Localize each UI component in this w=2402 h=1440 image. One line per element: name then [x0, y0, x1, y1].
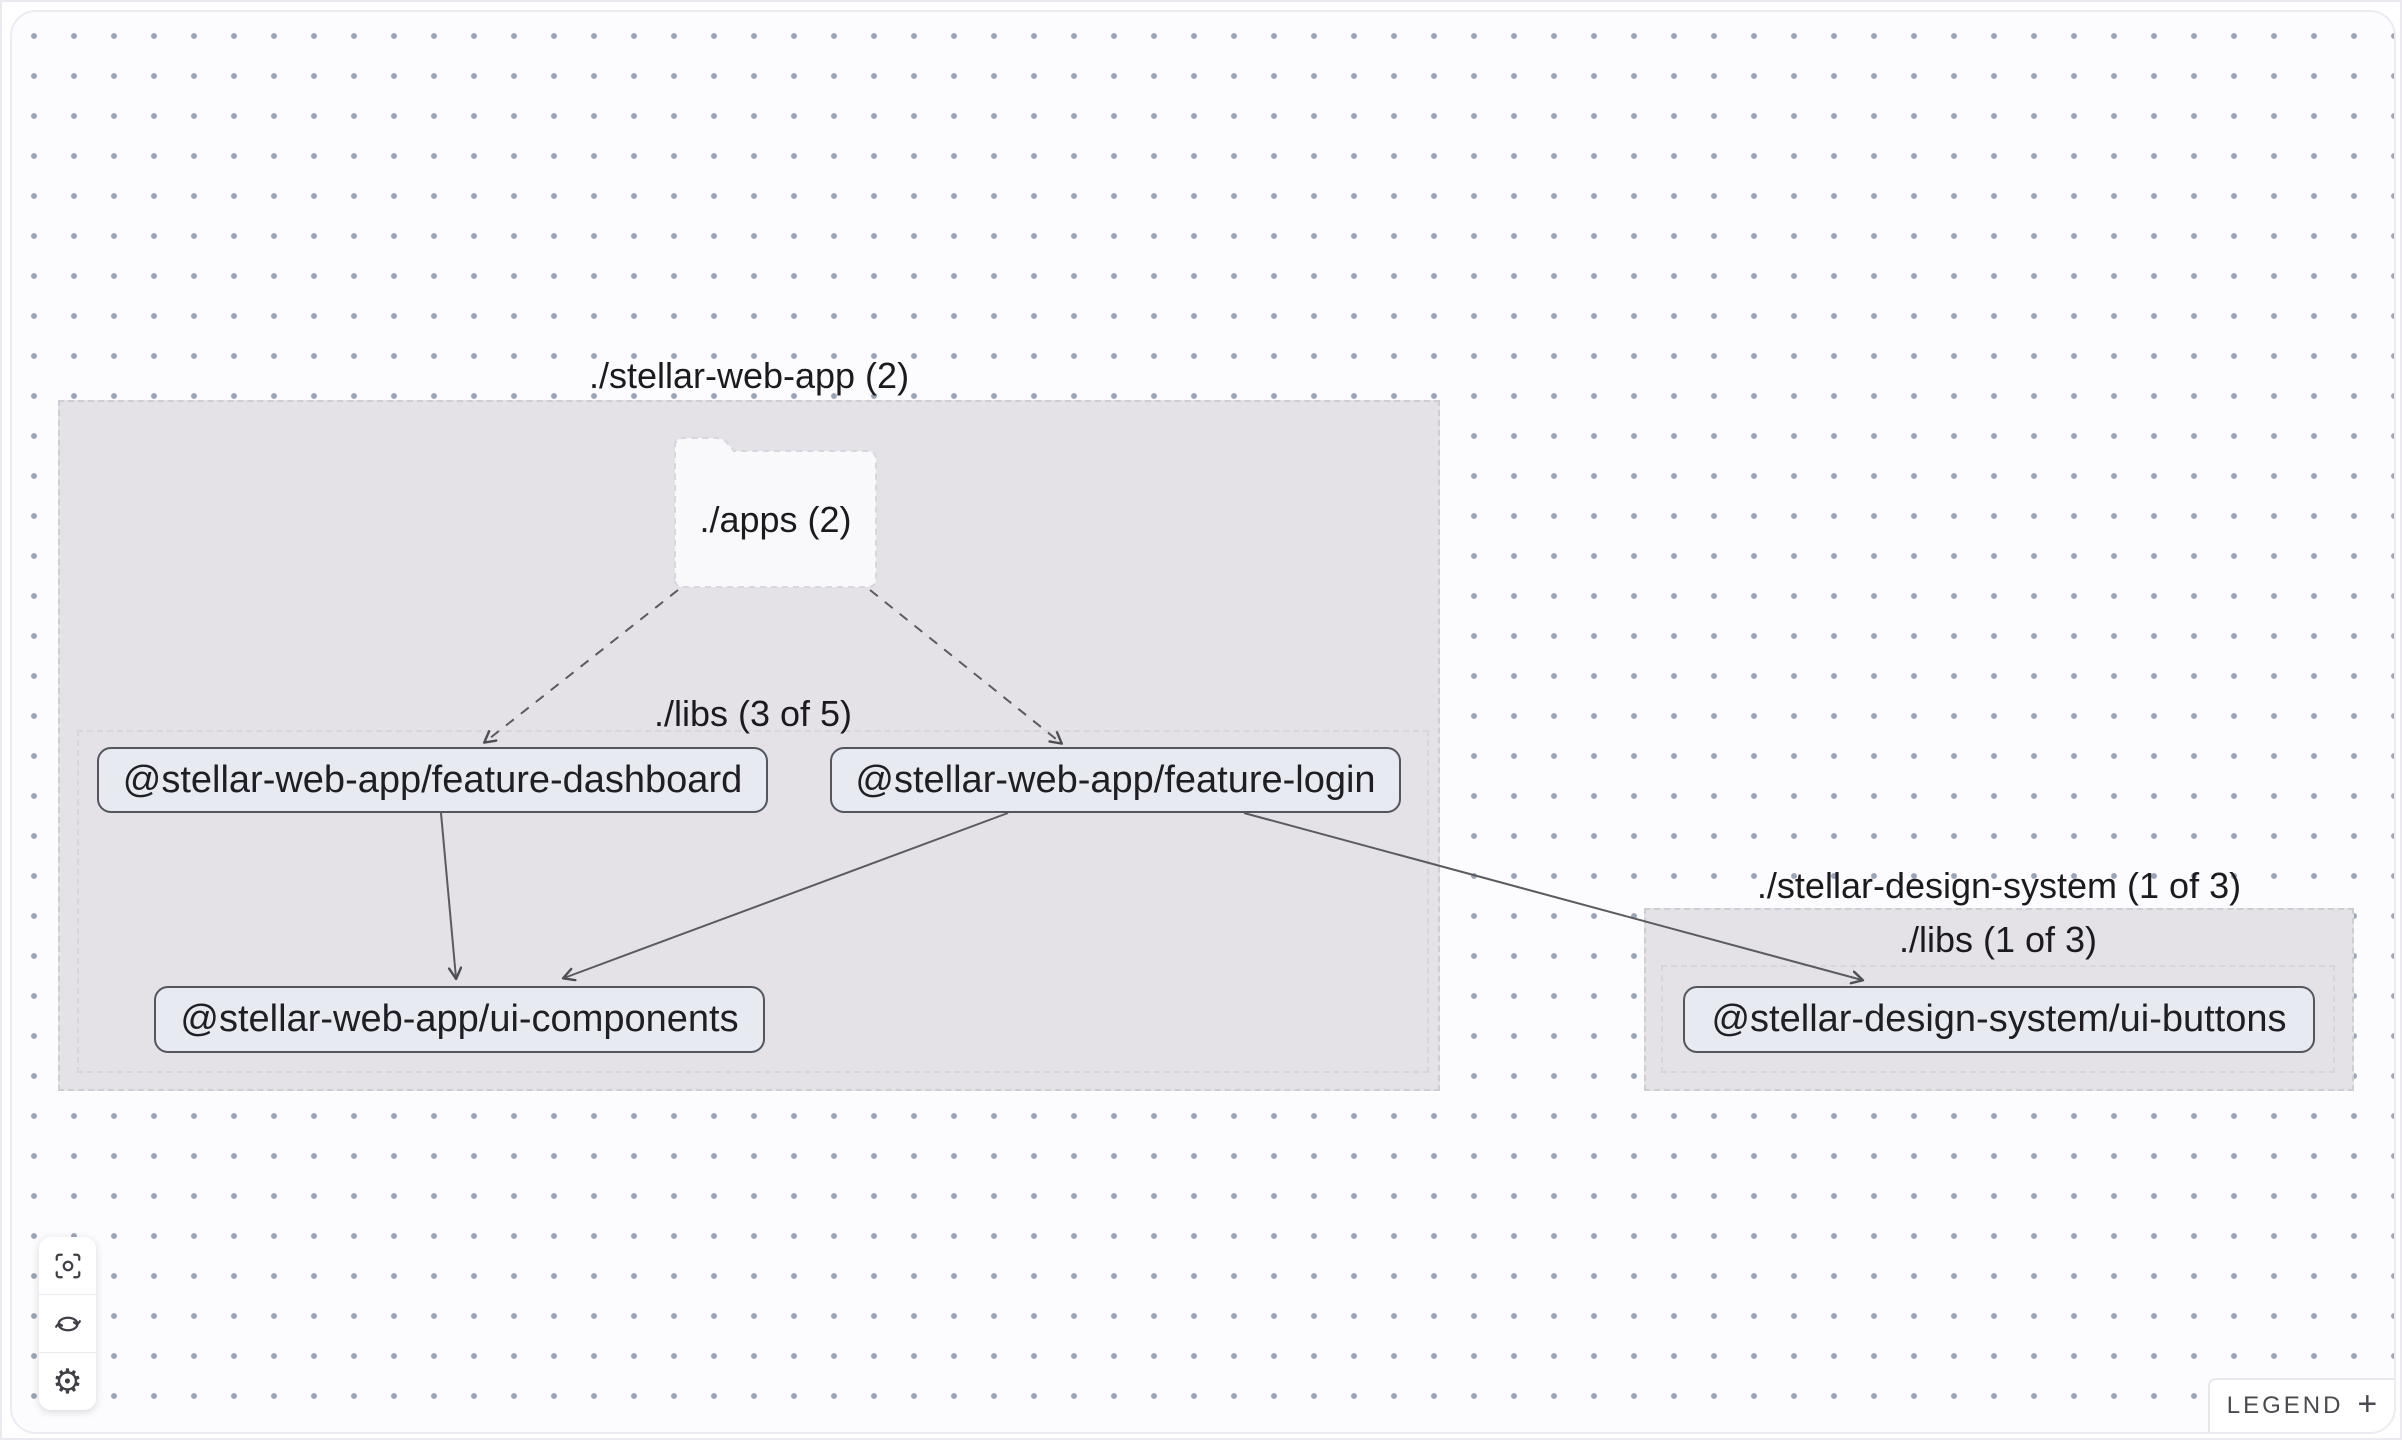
- gear-icon: ⚙: [52, 1361, 83, 1402]
- refresh-graph-button[interactable]: [39, 1294, 96, 1352]
- focus-icon: [55, 1253, 80, 1278]
- node-ui-buttons[interactable]: @stellar-design-system/ui-buttons: [1683, 986, 2315, 1053]
- legend-label: LEGEND: [2226, 1392, 2344, 1419]
- folder-icon: [674, 437, 877, 588]
- subgroup-title-stellar-design-system-libs: ./libs (1 of 3): [1898, 919, 2098, 960]
- subgroup-title-stellar-web-app-libs: ./libs (3 of 5): [653, 693, 853, 734]
- plus-icon: +: [2357, 1385, 2378, 1423]
- folder-node-apps[interactable]: [674, 437, 877, 588]
- node-ui-buttons-label: @stellar-design-system/ui-buttons: [1711, 998, 2287, 1040]
- graph-canvas[interactable]: ./stellar-web-app (2) ./libs (3 of 5) ./…: [10, 10, 2396, 1434]
- subgroup-stellar-design-system-libs: [1661, 965, 2335, 1073]
- node-ui-components[interactable]: @stellar-web-app/ui-components: [154, 986, 765, 1053]
- group-title-stellar-web-app: ./stellar-web-app (2): [588, 355, 910, 396]
- refresh-icon: [54, 1316, 81, 1331]
- node-feature-login-label: @stellar-web-app/feature-login: [855, 758, 1376, 801]
- canvas-toolbar: ⚙: [39, 1237, 96, 1410]
- settings-button[interactable]: ⚙: [39, 1352, 96, 1410]
- node-feature-login[interactable]: @stellar-web-app/feature-login: [830, 747, 1401, 813]
- folder-node-label[interactable]: ./apps (2): [699, 499, 852, 540]
- focus-graph-button[interactable]: [39, 1237, 96, 1294]
- node-ui-components-label: @stellar-web-app/ui-components: [180, 998, 739, 1040]
- group-title-stellar-design-system: ./stellar-design-system (1 of 3): [1756, 865, 2242, 906]
- node-feature-dashboard-label: @stellar-web-app/feature-dashboard: [122, 758, 743, 801]
- node-feature-dashboard[interactable]: @stellar-web-app/feature-dashboard: [97, 747, 768, 813]
- legend-toggle[interactable]: LEGEND +: [2208, 1378, 2394, 1432]
